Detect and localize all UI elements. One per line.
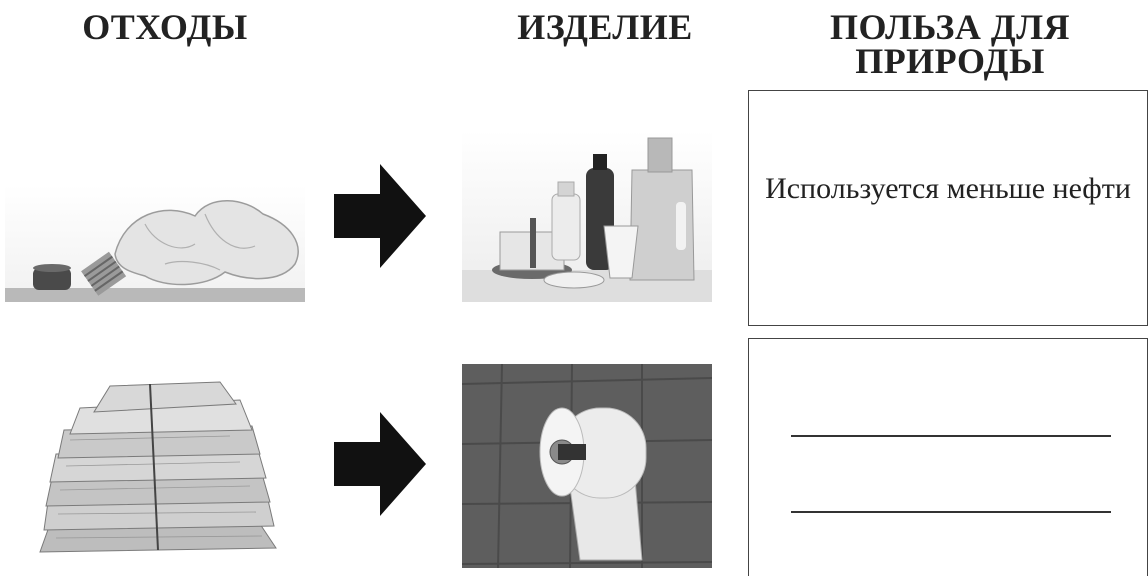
- benefit-text: Используется меньше нефти: [765, 172, 1131, 205]
- toilet-paper-roll-image: [462, 364, 712, 568]
- header-product: ИЗДЕЛИЕ: [517, 7, 693, 47]
- header-benefit: ПОЛЬЗА ДЛЯ ПРИРОДЫ: [829, 7, 1071, 81]
- newspapers-stack-image: [30, 374, 286, 562]
- arrow-right-icon: [334, 412, 426, 516]
- benefit-box-2: [748, 338, 1148, 576]
- arrow-right-icon: [334, 164, 426, 268]
- answer-blank-line[interactable]: [791, 511, 1111, 513]
- plastic-products-image: [462, 130, 712, 302]
- header-waste: ОТХОДЫ: [82, 7, 248, 47]
- crushed-plastic-bottles-image: [5, 184, 305, 302]
- answer-blank-line[interactable]: [791, 435, 1111, 437]
- benefit-box-1: Используется меньше нефти: [748, 90, 1148, 326]
